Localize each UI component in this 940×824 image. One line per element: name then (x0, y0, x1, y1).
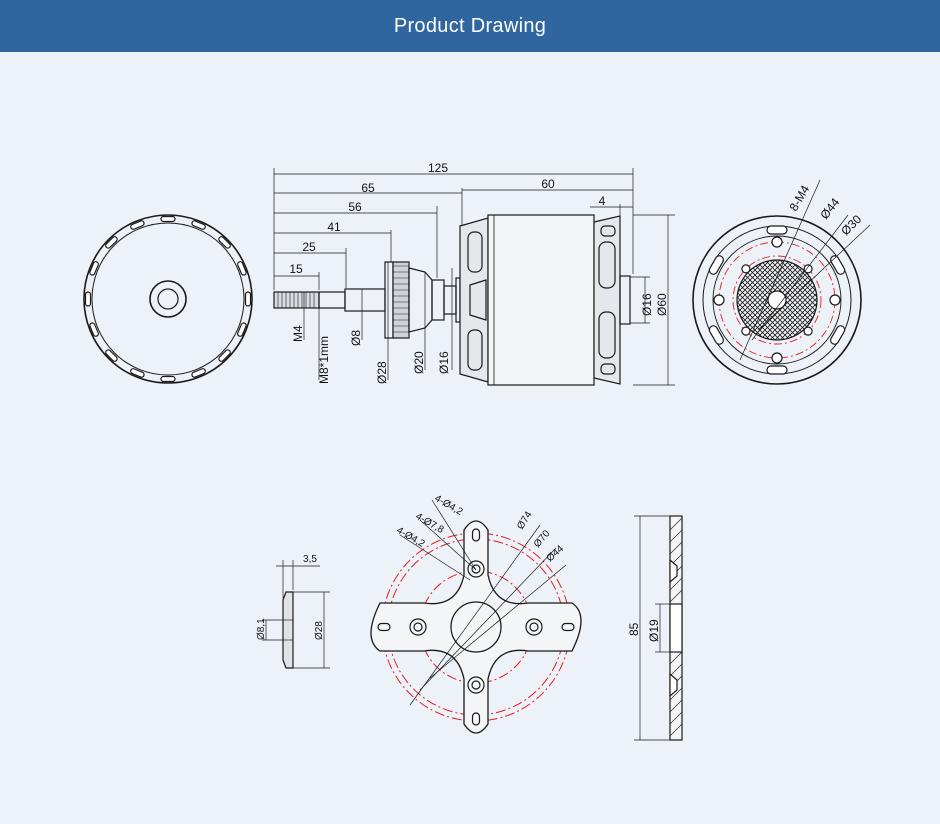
side-dimension-labels: 125 65 60 56 41 25 15 4 M4 M8*1mm Ø8 Ø28… (289, 161, 669, 384)
mount-hole (741, 264, 751, 274)
mount-slot (471, 528, 481, 542)
cooling-slot (89, 261, 99, 276)
label-d74: Ø74 (515, 509, 535, 531)
mount-hole (471, 564, 481, 574)
cooling-slot (218, 349, 231, 362)
mount-hole (467, 676, 485, 694)
dim-56: 56 (348, 200, 362, 214)
mount-slot (377, 622, 391, 632)
cooling-slot (708, 325, 724, 345)
front-view (83, 214, 253, 384)
label-mount-4-4-2-top: 4-Ø4,2 (433, 493, 465, 518)
label-d44-mount: Ø44 (545, 543, 567, 564)
dim-d16-right: Ø16 (640, 293, 654, 316)
mount-hole (803, 264, 813, 274)
dim-25: 25 (302, 240, 316, 254)
washer-labels: 3,5 Ø8,1 Ø28 (256, 554, 325, 640)
cooling-slot (130, 220, 145, 230)
dim-d16-left: Ø16 (437, 351, 451, 374)
label-d28-washer: Ø28 (314, 621, 325, 640)
cooling-slot (708, 255, 724, 275)
dim-125: 125 (428, 161, 448, 175)
label-85: 85 (627, 622, 641, 636)
mount-hole (771, 236, 783, 248)
mount-hole (713, 294, 725, 306)
label-mount-4-4-2-bottom: 4-Ø4,2 (395, 525, 427, 550)
dim-65: 65 (361, 181, 375, 195)
mount-slot (471, 712, 481, 726)
washer-view (262, 560, 330, 669)
label-d8-1: Ø8,1 (256, 618, 267, 640)
side-dimensions (273, 168, 675, 386)
cooling-slot (244, 291, 252, 307)
mount-hole (741, 326, 751, 336)
cooling-slot (766, 365, 788, 375)
cooling-slot (160, 215, 176, 223)
cooling-slot (830, 325, 846, 345)
mount-hole (413, 622, 423, 632)
dim-60: 60 (541, 177, 555, 191)
cooling-slot (766, 225, 788, 235)
cooling-slot (105, 236, 118, 249)
cooling-slot (237, 322, 247, 337)
dim-d60: Ø60 (655, 293, 669, 316)
dim-m4: M4 (291, 325, 305, 342)
mount-hole (471, 680, 481, 690)
label-d19: Ø19 (647, 619, 661, 642)
product-drawing: 125 65 60 56 41 25 15 4 M4 M8*1mm Ø8 Ø28… (83, 161, 871, 741)
side-view (273, 214, 631, 386)
dim-d20: Ø20 (412, 351, 426, 374)
drawing-canvas: 125 65 60 56 41 25 15 4 M4 M8*1mm Ø8 Ø28… (0, 52, 940, 824)
page-title: Product Drawing (393, 14, 547, 37)
mount-hole (525, 618, 543, 636)
mount-view (370, 499, 582, 734)
mount-hole (467, 560, 485, 578)
dim-d8: Ø8 (349, 330, 363, 346)
mount-hole (803, 326, 813, 336)
label-3-5: 3,5 (303, 554, 317, 565)
mount-side-labels: 85 Ø19 (627, 619, 661, 642)
cooling-slot (105, 349, 118, 362)
cooling-slot (830, 255, 846, 275)
label-8-m4: 8-M4 (786, 183, 812, 214)
mount-slot (561, 622, 575, 632)
end-view (692, 179, 871, 385)
dim-4: 4 (599, 194, 606, 208)
dim-m8: M8*1mm (317, 336, 331, 384)
cooling-slot (218, 236, 231, 249)
label-d44: Ø44 (817, 195, 842, 222)
cooling-slot (160, 375, 176, 383)
mount-hole (529, 622, 539, 632)
mount-side-view (634, 515, 683, 741)
mount-hole (409, 618, 427, 636)
cooling-slot (84, 291, 92, 307)
dim-d28: Ø28 (375, 361, 389, 384)
mount-hole (829, 294, 841, 306)
dim-41: 41 (327, 220, 341, 234)
cooling-slot (89, 322, 99, 337)
cooling-slot (191, 368, 206, 378)
page-header: Product Drawing (0, 0, 940, 52)
cooling-slot (237, 261, 247, 276)
cooling-slot (191, 220, 206, 230)
mount-hole (771, 352, 783, 364)
dim-15: 15 (289, 262, 303, 276)
cooling-slot (130, 368, 145, 378)
